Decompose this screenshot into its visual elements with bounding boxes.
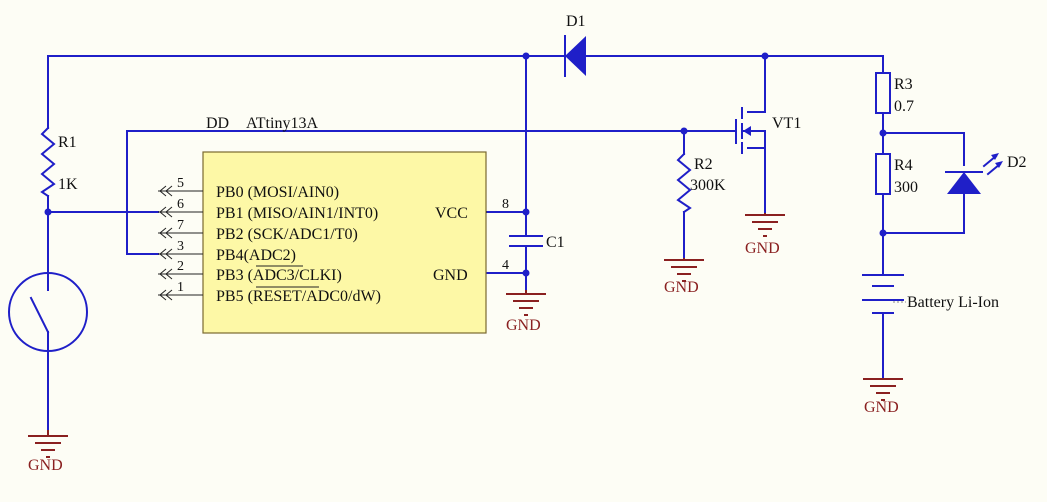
gnd-c1-label: GND — [506, 317, 541, 334]
r1-label: R1 — [58, 134, 77, 151]
wires — [47, 55, 965, 431]
chip-part: ATtiny13A — [246, 115, 318, 132]
chip-attiny13a: DD ATtiny13A 5 6 7 3 2 1 PB0 (MOSI/AIN0)… — [158, 115, 509, 334]
ground-battery: GND — [863, 378, 903, 416]
pin-num: 1 — [177, 280, 184, 295]
pin-label: PB4(ADC2) — [216, 247, 296, 264]
resistor-r4: R4 300 — [875, 153, 918, 196]
r4-value: 300 — [894, 179, 918, 196]
pin-label: PB1 (MISO/AIN1/INT0) — [216, 205, 378, 222]
gnd-vt1-label: GND — [745, 240, 780, 257]
pin-label: PB3 (ADC3/CLKI) — [216, 267, 342, 284]
vcc-pin-num: 8 — [502, 197, 509, 212]
pin-num: 6 — [177, 197, 184, 212]
resistor-r1: R1 1K — [40, 126, 78, 198]
gnd-pin-label: GND — [433, 267, 468, 284]
ground-left: GND — [28, 430, 68, 474]
r3-value: 0.7 — [894, 98, 914, 115]
pin-label: PB0 (MOSI/AIN0) — [216, 184, 339, 201]
r2-label: R2 — [694, 156, 713, 173]
capacitor-c1: C1 — [509, 234, 565, 251]
gnd-left-label: GND — [28, 457, 63, 474]
chip-body — [202, 151, 487, 334]
pin-num: 7 — [177, 218, 184, 233]
battery-label: Battery Li-Ion — [907, 294, 999, 311]
c1-label: C1 — [546, 234, 565, 251]
gnd-pin-num: 4 — [502, 258, 509, 273]
gnd-battery-label: GND — [864, 399, 899, 416]
r4-label: R4 — [894, 157, 913, 174]
vcc-label: VCC — [435, 205, 468, 222]
led-d2: D2 — [945, 153, 1027, 194]
r2-value: 300K — [690, 177, 726, 194]
chip-left-pin-lines — [158, 185, 203, 301]
junction-dots — [44, 52, 887, 277]
d1-label: D1 — [566, 13, 586, 30]
mosfet-vt1: VT1 — [729, 107, 801, 154]
pin-num: 3 — [177, 239, 184, 254]
switch — [8, 271, 88, 353]
pin-label: PB5 (RESET/ADC0/dW) — [216, 288, 381, 305]
pin-num: 5 — [177, 176, 184, 191]
d2-label: D2 — [1007, 154, 1027, 171]
diode-d1: D1 — [564, 13, 586, 77]
resistor-r3: R3 0.7 — [875, 72, 914, 115]
battery: Battery Li-Ion — [862, 274, 999, 314]
ground-vt1: GND — [745, 213, 785, 257]
vt1-label: VT1 — [772, 115, 801, 132]
ground-c1: GND — [506, 290, 546, 334]
r1-value: 1K — [58, 176, 78, 193]
ground-r2: GND — [664, 258, 704, 296]
resistor-r2: R2 300K — [676, 152, 726, 214]
pin-num: 2 — [177, 259, 184, 274]
chip-designator: DD — [206, 115, 229, 132]
pin-label: PB2 (SCK/ADC1/T0) — [216, 226, 358, 243]
r3-label: R3 — [894, 76, 913, 93]
gnd-r2-label: GND — [664, 279, 699, 296]
